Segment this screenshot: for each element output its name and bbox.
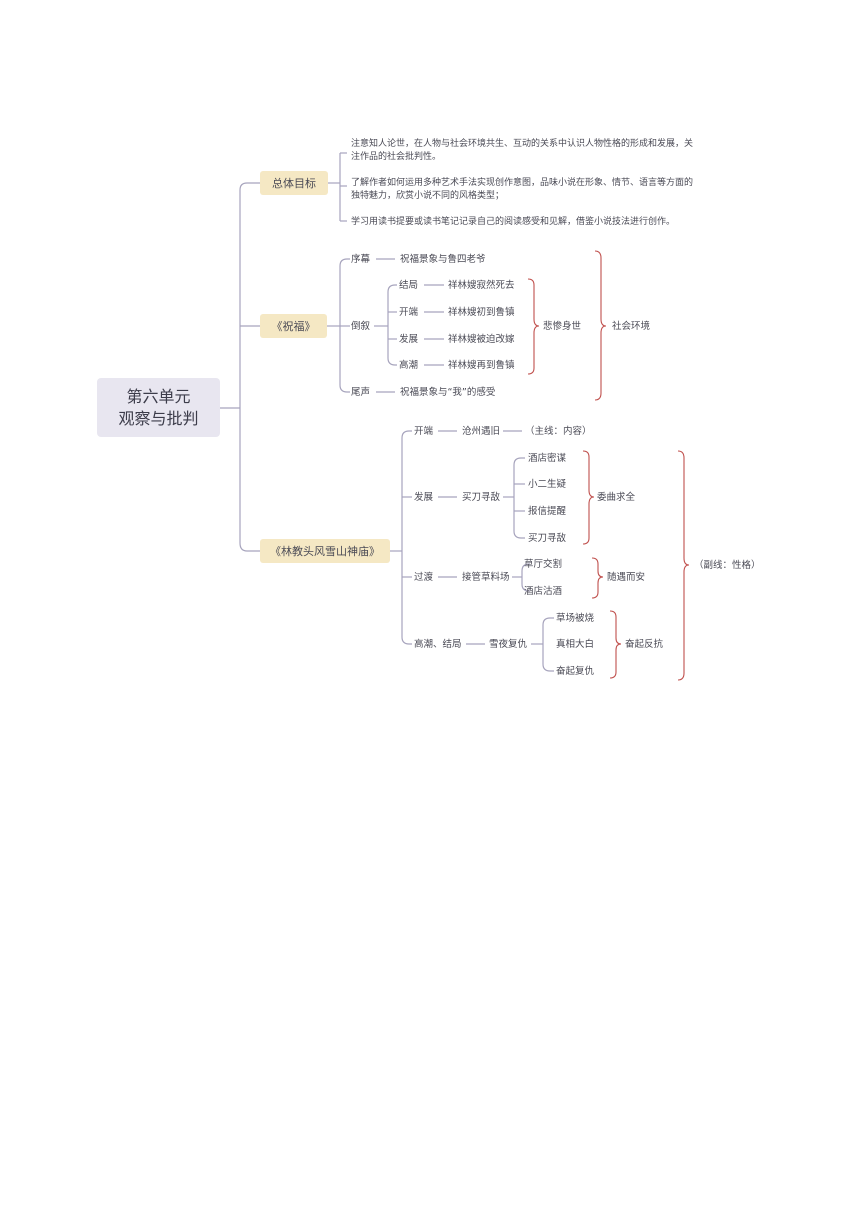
- lin-develop-item-4: 买刀寻敌: [528, 532, 567, 544]
- lin-main-brace: [677, 450, 690, 681]
- lin-develop-summary: 委曲求全: [597, 491, 636, 503]
- zhufu-item-1-label: 结局: [399, 279, 418, 291]
- zhufu-item-4-label: 高潮: [399, 359, 418, 371]
- zhufu-prologue-text: 祝福景象与鲁四老爷: [400, 253, 486, 265]
- zhufu-label: 《祝福》: [272, 319, 316, 333]
- zhufu-epilogue-text: 祝福景象与“我”的感受: [400, 386, 495, 398]
- lin-climax-item-2: 真相大白: [556, 638, 594, 650]
- lin-branch: 《林教头风雪山神庙》 开端 沧州遇旧 （主线：内容） 发展 买刀寻敌 酒店密谋 …: [260, 425, 761, 681]
- lin-start-note: （主线：内容）: [525, 425, 592, 437]
- zhufu-summary: 社会环境: [612, 320, 651, 332]
- lin-transition-brace: [591, 557, 604, 599]
- zhufu-item-1-text: 祥林嫂寂然死去: [448, 279, 515, 291]
- zhufu-item-3-text: 祥林嫂被迫改嫁: [448, 333, 515, 345]
- lin-start-label: 开端: [414, 425, 434, 437]
- goals-node[interactable]: [260, 171, 328, 195]
- main-connectors: [220, 182, 260, 552]
- lin-climax-item-1: 草场被烧: [556, 612, 595, 624]
- lin-node[interactable]: [260, 539, 390, 563]
- lin-climax-label: 高潮、结局: [414, 638, 462, 650]
- lin-label: 《林教头风雪山神庙》: [270, 544, 380, 558]
- lin-transition-item-2: 酒店沽酒: [524, 585, 563, 597]
- zhufu-brace: [594, 250, 607, 401]
- lin-transition-summary: 随遇而安: [607, 571, 645, 583]
- lin-climax-brace: [609, 610, 622, 679]
- goal-2-line1: 了解作者如何运用多种艺术手法实现创作意图，品味小说在形象、情节、语言等方面的: [351, 176, 693, 188]
- lin-climax-item-3: 奋起复仇: [556, 665, 595, 677]
- zhufu-flashback-summary: 悲惨身世: [543, 320, 582, 332]
- lin-develop-text: 买刀寻敌: [462, 491, 501, 503]
- zhufu-item-4-text: 祥林嫂再到鲁镇: [448, 359, 515, 371]
- zhufu-epilogue-label: 尾声: [351, 386, 370, 398]
- lin-develop-item-2: 小二生疑: [528, 478, 567, 490]
- lin-climax-summary: 奋起反抗: [625, 638, 664, 650]
- zhufu-flashback-label: 倒叙: [351, 320, 371, 332]
- root-title-line1: 第六单元: [126, 387, 190, 406]
- lin-climax-text: 雪夜复仇: [489, 638, 528, 650]
- zhufu-flashback-brace: [527, 278, 540, 375]
- zhufu-item-2-label: 开端: [399, 306, 419, 318]
- root-node[interactable]: 第六单元 观察与批判: [97, 378, 220, 437]
- goal-1-line1: 注意知人论世，在人物与社会环境共生、互动的关系中认识人物性格的形成和发展，关: [351, 137, 693, 149]
- lin-transition-item-1: 草厅交割: [524, 558, 562, 570]
- lin-develop-item-1: 酒店密谋: [528, 452, 567, 464]
- lin-transition-text: 接管草料场: [462, 571, 510, 583]
- lin-develop-label: 发展: [414, 491, 434, 503]
- lin-develop-item-3: 报信提醒: [528, 505, 567, 517]
- goals-branch: 总体目标 注意知人论世，在人物与社会环境共生、互动的关系中认识人物性格的形成和发…: [260, 137, 693, 227]
- goal-3-line1: 学习用读书提要或读书笔记记录自己的阅读感受和见解，借鉴小说技法进行创作。: [351, 215, 675, 227]
- goal-1-line2: 注作品的社会批判性。: [351, 150, 441, 162]
- goals-label: 总体目标: [272, 176, 316, 190]
- zhufu-branch: 《祝福》 序幕 祝福景象与鲁四老爷 倒叙 结局 祥林嫂寂然死去 开端 祥林嫂初到…: [260, 250, 651, 401]
- lin-note: （副线：性格）: [694, 559, 761, 571]
- lin-develop-brace: [582, 450, 595, 545]
- root-title-line2: 观察与批判: [118, 409, 198, 428]
- zhufu-node[interactable]: [260, 314, 327, 338]
- zhufu-item-3-label: 发展: [399, 333, 419, 345]
- goal-2-line2: 独特魅力，欣赏小说不同的风格类型；: [351, 189, 504, 201]
- zhufu-prologue-label: 序幕: [351, 253, 371, 265]
- lin-transition-label: 过渡: [414, 571, 434, 583]
- zhufu-item-2-text: 祥林嫂初到鲁镇: [448, 306, 515, 318]
- lin-start-text: 沧州遇旧: [462, 425, 500, 437]
